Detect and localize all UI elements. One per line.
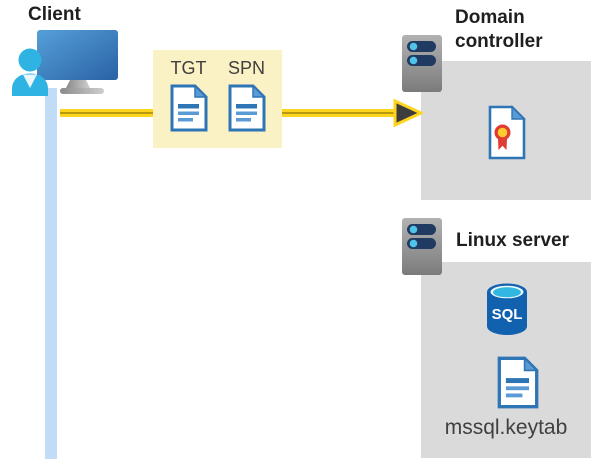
sql-label: SQL [492,306,523,323]
linux-server-label: Linux server [456,230,569,251]
person-head [18,48,42,72]
ticket-box: TGT SPN [153,50,282,148]
monitor-stand-base [60,88,104,94]
tgt-column: TGT [169,57,209,132]
keytab-document-icon [497,356,539,409]
spn-column: SPN [227,57,267,132]
client-label: Client [28,4,81,25]
domain-controller-server-icon [402,35,442,92]
linux-server-icon [402,218,442,275]
sql-database-icon: SQL [487,283,527,335]
person-collar [23,74,37,88]
tgt-label: TGT [170,58,207,78]
client-timeline-bar [45,88,57,459]
domain-controller-label: Domain controller [455,7,543,52]
tgt-document-icon [170,84,208,132]
monitor-screen [37,30,118,80]
flow-arrow-head [393,98,423,128]
monitor-stand-neck [66,80,90,88]
keytab-filename-label: mssql.keytab [444,416,568,439]
person-at-computer-icon [12,30,118,96]
certificate-icon [488,105,526,160]
spn-label: SPN [227,58,265,78]
spn-document-icon [228,84,266,132]
